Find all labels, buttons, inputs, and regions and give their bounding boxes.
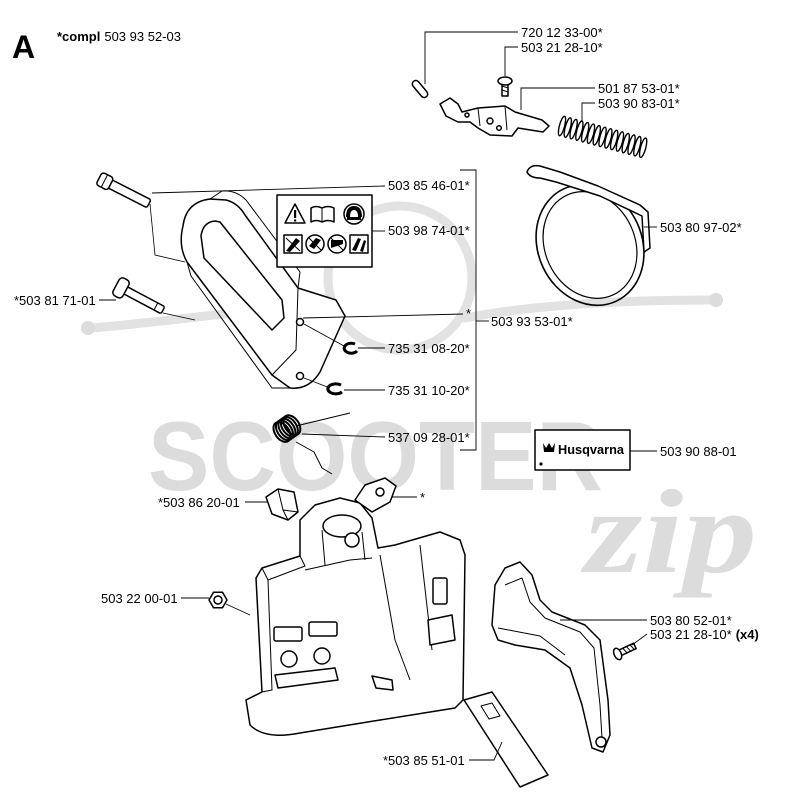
- torsion-spring-part: [272, 412, 351, 475]
- spring-coil: [592, 124, 602, 146]
- two-hands-icon: [349, 234, 369, 254]
- complete-prefix: *compl: [57, 29, 100, 44]
- label-cover-plate: *503 85 51-01: [383, 753, 465, 768]
- label-brake-lever: 501 87 53-01*: [598, 81, 680, 96]
- large-ring-part: [326, 382, 343, 396]
- brake-spring-part: [557, 115, 648, 159]
- section-letter: A: [12, 29, 35, 65]
- label-cover-bracket: *: [420, 490, 425, 505]
- manual-book-icon: [310, 205, 335, 223]
- spring-coil: [604, 128, 613, 149]
- spring-coil: [609, 129, 619, 151]
- ring-assembly-line-2: [303, 377, 331, 389]
- guard-screw-quantity: (x4): [736, 627, 759, 642]
- guard-pin-part: [112, 277, 165, 314]
- label-large-ring: 735 31 10-20*: [388, 383, 470, 398]
- nut-assembly-line: [225, 603, 251, 616]
- label-clip: *503 86 20-01: [158, 495, 240, 510]
- chain-guard-part: [491, 561, 611, 753]
- husqvarna-crown-icon: [543, 443, 555, 452]
- label-nut: 503 22 00-01: [101, 591, 178, 606]
- warning-triangle-icon: [284, 203, 306, 224]
- spring-coil: [557, 115, 567, 137]
- label-torsion-spring: 537 09 28-01*: [388, 430, 470, 445]
- label-guard-screw: 503 21 28-10* (x4): [650, 627, 759, 642]
- hand-guard-bracket: [460, 169, 477, 451]
- pin-part: [411, 79, 429, 99]
- label-hand-guard-assembly: 503 93 53-01*: [491, 314, 573, 329]
- ring-assembly-line-1: [303, 323, 345, 347]
- spring-coil: [282, 414, 302, 436]
- label-hand-guard: *: [466, 306, 471, 321]
- small-ring-part: [342, 341, 359, 355]
- label-brake-spring: 503 90 83-01*: [598, 96, 680, 111]
- bolt-assembly-line: [149, 203, 186, 263]
- brake-band-part: [526, 164, 651, 307]
- ear-protection-icon: [343, 203, 365, 225]
- label-brand-decal: 503 90 88-01: [660, 444, 737, 459]
- label-warning-decal: 503 98 74-01*: [388, 223, 470, 238]
- spring-coil: [615, 131, 625, 152]
- label-pin: 720 12 33-00*: [521, 25, 603, 40]
- spring-coil: [580, 121, 590, 143]
- label-lever-screw: 503 21 28-10*: [521, 40, 603, 55]
- pin-assembly-line: [162, 312, 196, 321]
- label-guard-pin: *503 81 71-01: [14, 293, 96, 308]
- handle-bolt-part: [96, 172, 152, 208]
- spring-coil: [627, 134, 636, 156]
- cover-plate-part: [463, 691, 549, 788]
- brake-lever-part: [439, 97, 550, 137]
- spring-coil: [563, 117, 573, 138]
- lever-screw-part: [497, 76, 513, 97]
- label-small-ring: 735 31 08-20*: [388, 341, 470, 356]
- clutch-cover-part: [245, 497, 466, 736]
- hand-guard-part: [180, 190, 346, 389]
- kickback-hazard-icon: [283, 234, 303, 254]
- clip-part: [265, 488, 299, 521]
- label-handle-bolt: 503 85 46-01*: [388, 178, 470, 193]
- cover-bracket-part: [354, 477, 397, 513]
- no-one-hand-icon: [305, 234, 325, 254]
- guard-screw-part: [612, 642, 637, 661]
- warning-decal-part: [276, 194, 373, 268]
- guard-screw-part-number: 503 21 28-10*: [650, 627, 732, 642]
- leader-lines: [99, 31, 657, 761]
- spring-coil: [621, 132, 631, 154]
- nut-part: [208, 591, 228, 609]
- husqvarna-decal-part: Husqvarna: [534, 429, 631, 471]
- spring-coil: [586, 123, 596, 145]
- watermark-script-text: zip: [580, 465, 757, 598]
- no-tip-contact-icon: [327, 234, 347, 254]
- label-brake-band: 503 80 97-02*: [660, 220, 742, 235]
- decal-logo-text: Husqvarna: [558, 442, 625, 457]
- complete-set-label: *compl 503 93 52-03: [57, 29, 181, 44]
- label-chain-guard: 503 80 52-01*: [650, 613, 732, 628]
- spring-coil: [633, 135, 642, 157]
- complete-part-number: 503 93 52-03: [104, 29, 181, 44]
- spring-coil: [598, 126, 607, 148]
